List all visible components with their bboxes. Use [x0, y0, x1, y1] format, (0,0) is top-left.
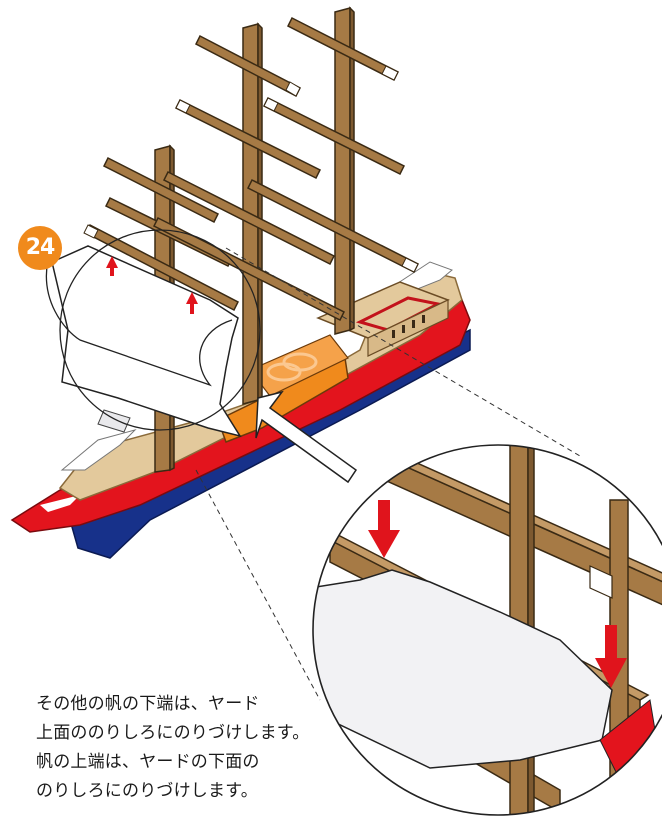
instruction-line: その他の帆の下端は、ヤード: [36, 694, 260, 714]
instruction-line: のりしろにのりづけします。: [36, 781, 258, 801]
orange-deckhouse: [217, 334, 349, 443]
ship-yards: [83, 16, 420, 322]
instruction-text: その他の帆の下端は、ヤード 上面ののりしろにのりづけします。 帆の上端は、ヤード…: [36, 690, 366, 806]
lift-arrow-icon: [106, 256, 198, 314]
magnifier-circle: [59, 229, 261, 431]
instruction-line: 帆の上端は、ヤードの下面の: [36, 752, 260, 772]
instruction-line: 上面ののりしろにのりづけします。: [36, 723, 310, 743]
zoom-guide-lines: [195, 247, 581, 701]
glue-arrow-icon: [368, 500, 627, 688]
step-number-badge: 24: [18, 226, 62, 270]
sail-piece: [45, 245, 242, 438]
zoom-detail: [312, 444, 662, 816]
pointer-arrow-icon: [255, 390, 358, 484]
